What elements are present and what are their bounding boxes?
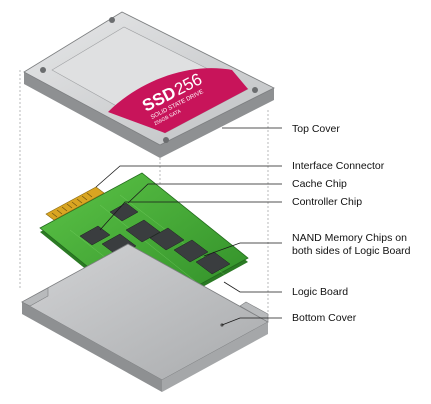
label-controller-chip: Controller Chip <box>292 196 363 208</box>
label-interface-connector: Interface Connector <box>292 160 385 172</box>
label-top-cover: Top Cover <box>292 123 340 135</box>
bottom-cover <box>21 243 269 392</box>
label-nand-line2: both sides of Logic Board <box>292 245 411 257</box>
ssd-label-sticker: SSD 256 SOLID STATE DRIVE 256GB SATA <box>108 68 248 133</box>
label-logic-board: Logic Board <box>292 286 349 298</box>
cache-chip <box>109 202 139 222</box>
label-nand-line1: NAND Memory Chips on <box>292 232 407 244</box>
interface-connector <box>45 186 105 221</box>
label-cache-chip: Cache Chip <box>292 178 347 190</box>
label-bottom-cover: Bottom Cover <box>292 312 357 324</box>
callout-lines <box>95 127 282 326</box>
controller-chip <box>79 225 111 246</box>
